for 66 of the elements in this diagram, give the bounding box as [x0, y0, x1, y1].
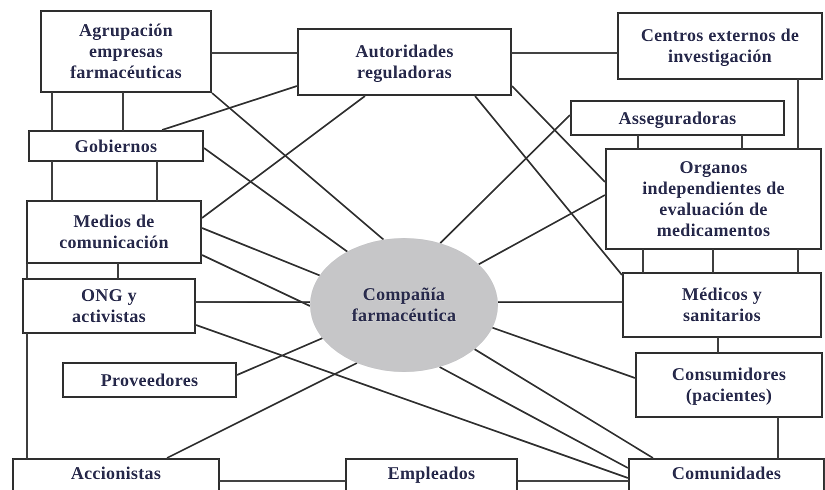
connector-line: [474, 95, 623, 276]
connector-line: [777, 418, 779, 458]
connector-line: [712, 250, 714, 272]
connector-line: [717, 338, 719, 352]
connector-line: [26, 334, 28, 458]
connector-line: [474, 348, 654, 459]
stakeholder-box: [12, 458, 220, 490]
connector-line: [511, 85, 606, 183]
stakeholder-box: [605, 148, 822, 250]
node-label: Gobiernos: [74, 136, 158, 156]
connector-line: [797, 80, 799, 148]
stakeholder-box: [622, 272, 822, 338]
connector-line: [117, 264, 119, 278]
connector-line: [162, 85, 298, 131]
stakeholder-box: [297, 28, 512, 96]
node-label: Comunidades: [672, 463, 782, 484]
connector-line: [166, 362, 358, 459]
stakeholder-box: [62, 362, 237, 398]
node-label: Consumidores (pacientes): [670, 364, 788, 406]
stakeholder-box: [40, 10, 212, 93]
stakeholder-box: [570, 100, 785, 136]
connector-line: [211, 92, 384, 240]
connector-line: [203, 147, 348, 252]
stakeholder-box: [635, 352, 823, 418]
node-label: Autoridades reguladoras: [354, 41, 455, 83]
connector-line: [642, 250, 644, 272]
connector-line: [212, 52, 297, 54]
node-label: Médicos y sanitarios: [680, 284, 764, 326]
connector-line: [156, 162, 158, 200]
node-label: Agrupación empresas farmacéuticas: [69, 20, 183, 83]
connector-line: [637, 136, 639, 148]
connector-line: [51, 162, 53, 200]
node-label: ONG y activistas: [71, 285, 147, 327]
connector-line: [51, 93, 53, 130]
connector-line: [201, 95, 366, 219]
node-label: Centros externos de investigación: [640, 25, 800, 67]
stakeholder-box: [628, 458, 825, 490]
connector-line: [196, 324, 628, 479]
stakeholder-box: [345, 458, 518, 490]
node-label: Compañía farmacéutica: [350, 284, 458, 326]
connector-line: [236, 337, 323, 376]
node-label: Empleados: [388, 463, 476, 484]
connector-line: [122, 93, 124, 130]
node-label: Medios de comunicación: [58, 211, 170, 253]
connector-line: [439, 366, 628, 469]
stakeholder-box: [28, 130, 204, 162]
connector-line: [512, 52, 617, 54]
connector-line: [196, 301, 310, 303]
connector-line: [492, 326, 636, 379]
connector-line: [498, 301, 622, 303]
connector-line: [797, 250, 799, 272]
connector-line: [202, 227, 320, 276]
connector-line: [478, 194, 606, 266]
connector-line: [741, 136, 743, 148]
node-label: Asseguradoras: [618, 108, 736, 128]
stakeholder-box: [26, 200, 202, 264]
connector-line: [220, 480, 345, 482]
stakeholder-box: [22, 278, 196, 334]
connector-line: [518, 480, 628, 482]
stakeholder-box: [617, 12, 823, 80]
node-label: Organos independientes de evaluación de medicamentos: [641, 157, 786, 241]
node-label: Proveedores: [100, 370, 198, 390]
node-label: Accionistas: [70, 463, 162, 484]
connector-line: [202, 254, 310, 307]
connector-line: [440, 114, 571, 244]
connector-line: [26, 264, 28, 278]
